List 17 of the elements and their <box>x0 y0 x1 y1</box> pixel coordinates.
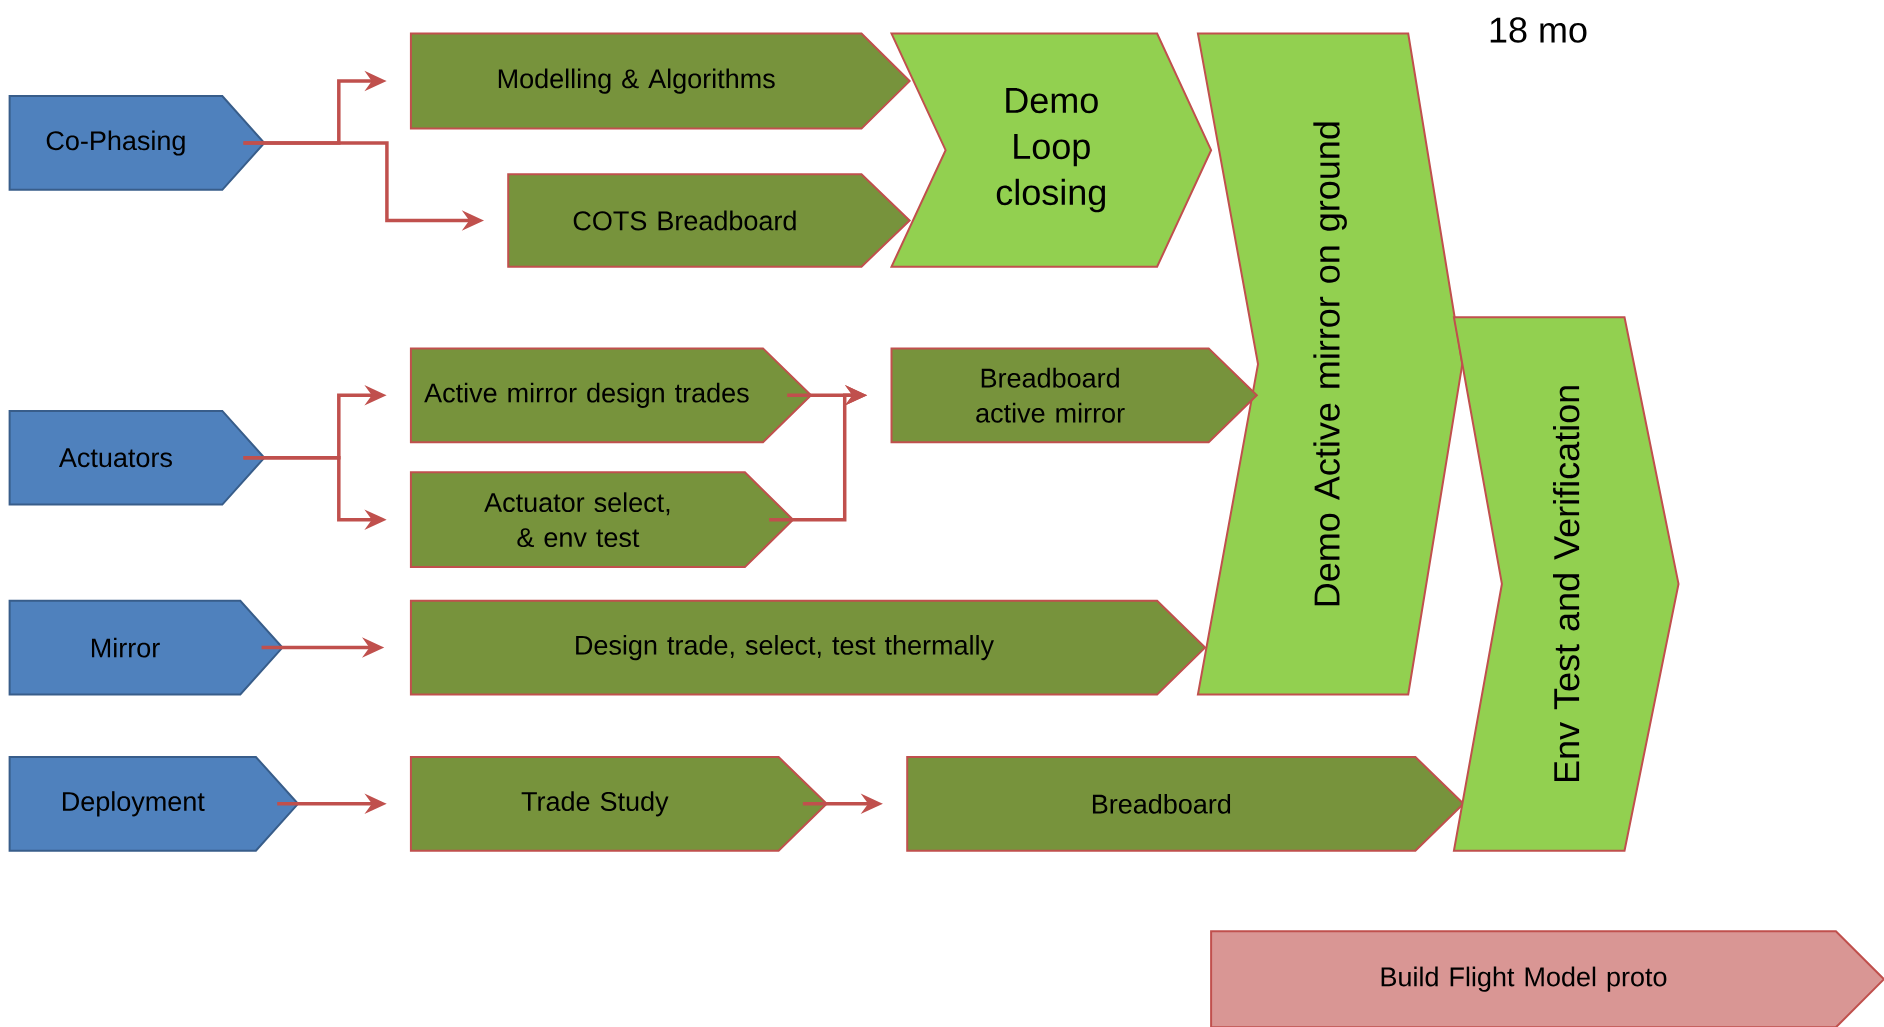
process-arrow-box: Breadboard <box>906 756 1465 852</box>
pentagon-arrow-box: Co-Phasing <box>8 95 266 191</box>
chevron-box: Demo Loop closing <box>889 32 1213 268</box>
process-arrow-box: Modelling & Algorithms <box>409 32 912 130</box>
process-arrow-box: Actuator select, & env test <box>409 471 795 569</box>
duration-label: 18 mo <box>1490 17 1587 43</box>
chevron-box: Env Test and Verification <box>1452 316 1680 852</box>
pentagon-arrow-box: Actuators <box>8 409 266 506</box>
process-arrow-box: Design trade, select, test thermally <box>409 599 1207 696</box>
chevron-box: Demo Active mirror on ground <box>1196 32 1464 696</box>
process-arrow-box: Trade Study <box>409 756 829 852</box>
process-arrow-box: Active mirror design trades <box>409 347 813 444</box>
pentagon-arrow-box: Mirror <box>8 599 284 696</box>
process-arrow-box: Breadboard active mirror <box>890 347 1259 444</box>
pentagon-arrow-box: Deployment <box>8 756 300 852</box>
process-arrow-box: Build Flight Model proto <box>1210 930 1884 1027</box>
process-arrow-box: COTS Breadboard <box>507 173 912 268</box>
